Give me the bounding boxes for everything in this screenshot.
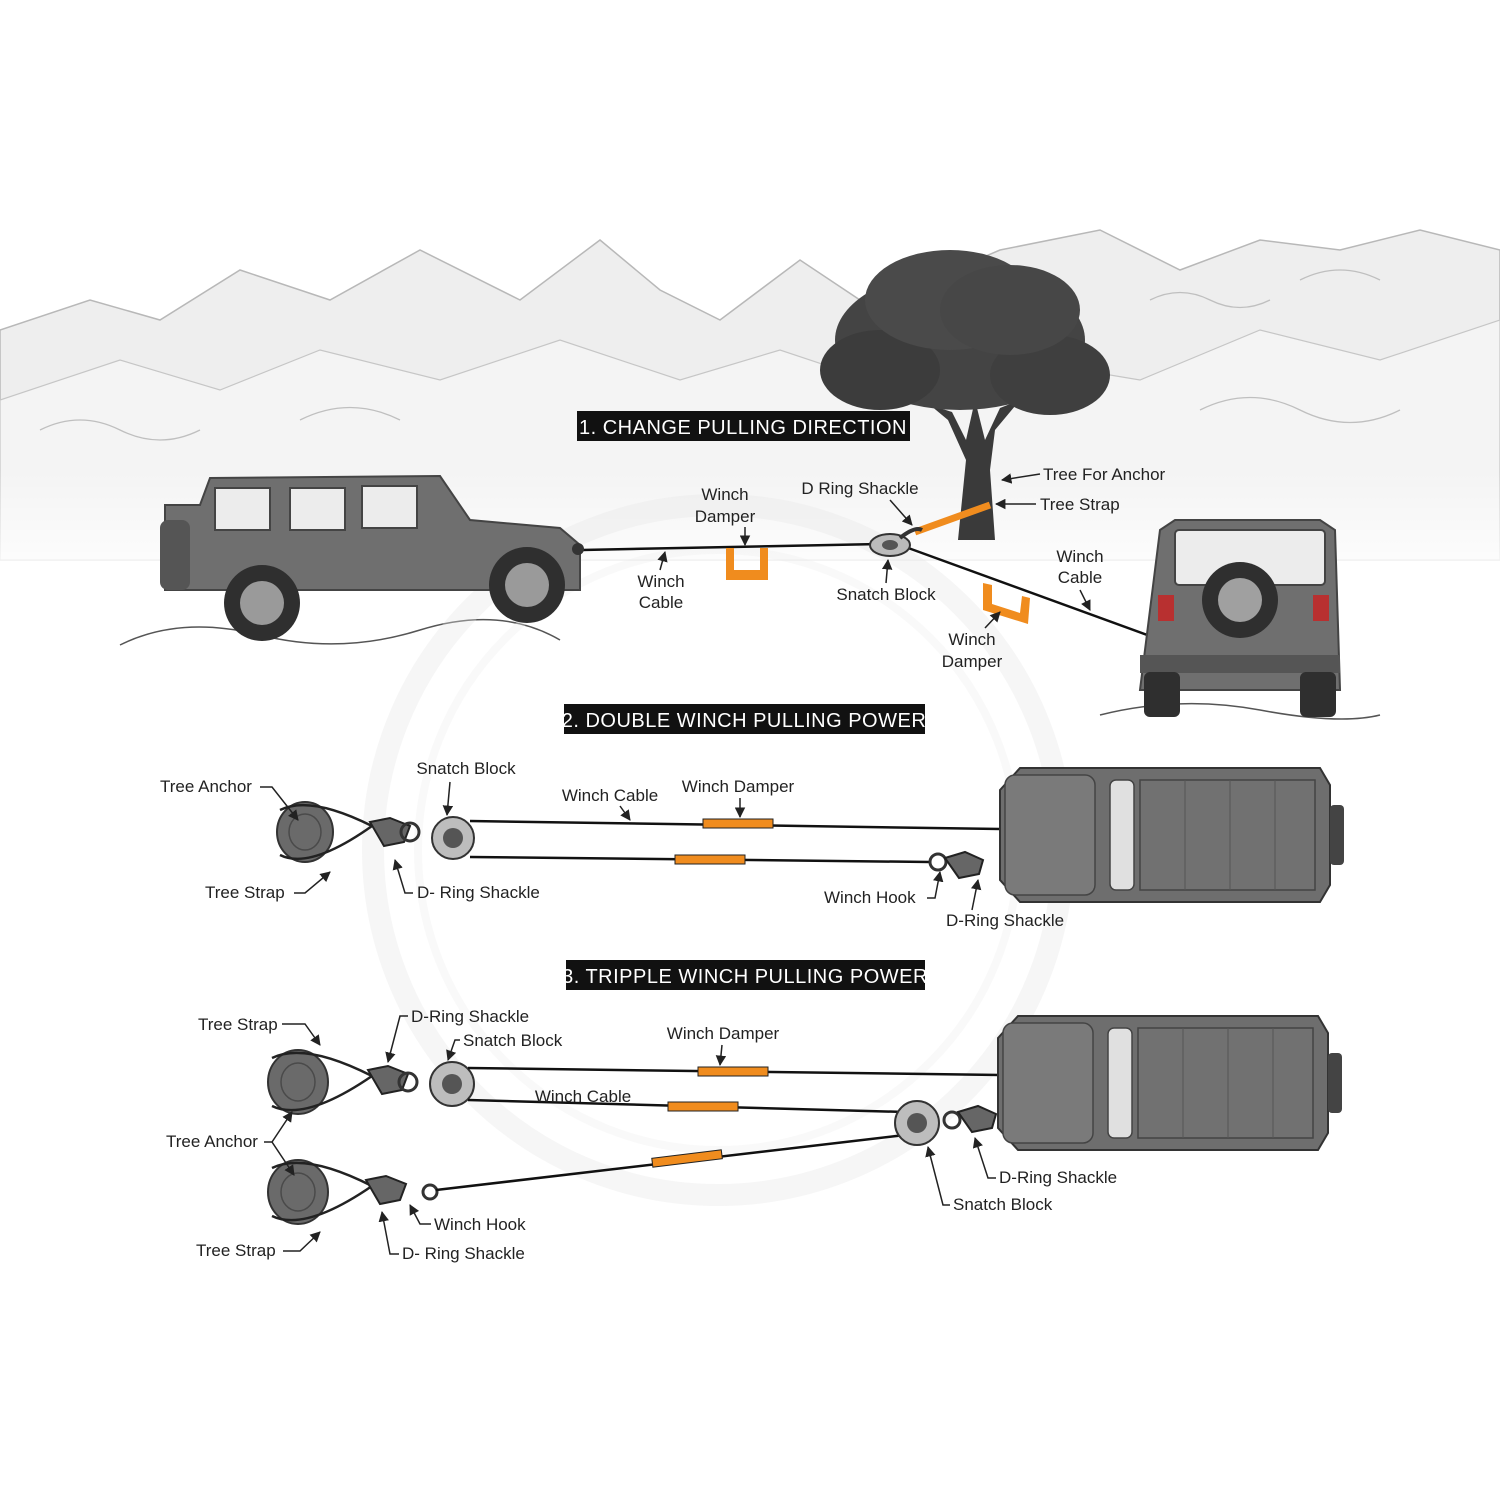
section-2-title: 2. DOUBLE WINCH PULLING POWER [562,710,927,732]
s2-tree-anchor-arrow [260,786,299,821]
s3-winch-hook [364,1174,439,1206]
section-3-banner [566,960,925,990]
s3-winch-hook-arrow [409,1204,431,1225]
s1-d-ring-shackle-arrow [889,499,913,526]
s1-winch-cable-label-a: Winch [637,572,684,591]
s2-winch-cable-arrow [619,805,631,821]
s1-snatch-block-arrow [881,558,893,584]
s1-tree-for-anchor-label: Tree For Anchor [1043,465,1166,484]
s1-snatch-block-label: Snatch Block [836,585,936,604]
s3-d-ring-shackle-right [942,1104,998,1134]
s2-d-ring-shackle [368,816,421,848]
s2-winch-damper-bottom [674,854,746,865]
s1-d-ring-shackle-label: D Ring Shackle [801,479,918,498]
s3-snatch-block-right [894,1100,940,1146]
s3-winch-cable-label: Winch Cable [535,1087,631,1106]
s2-jeep-top-view [999,767,1344,903]
s3-winch-damper-label: Winch Damper [667,1024,780,1043]
jeep-rear-view [1138,519,1342,717]
s2-d-ring-shackle-arrow [392,858,413,894]
s2-winch-hook-arrow [927,870,944,899]
jeep-side-view [160,474,584,641]
s2-d-ring-shackle-truck-label: D-Ring Shackle [946,911,1064,930]
s1-tree-strap-label: Tree Strap [1040,495,1120,514]
section-2-banner [564,704,925,734]
section-3: 3. TRIPPLE WINCH PULLING POWER [166,960,1342,1263]
s3-winch-hook-label: Winch Hook [434,1215,526,1234]
s3-d-ring-shackle-bottom-label: D- Ring Shackle [402,1244,525,1263]
s1-winch-cable-label-b: Cable [639,593,683,612]
winch-cable-2 [899,543,1151,638]
watermark-logo [362,494,1074,1206]
s1-winch-damper-label-b: Damper [695,507,756,526]
s3-snatch-block-right-label: Snatch Block [953,1195,1053,1214]
winch-damper-1 [726,548,768,580]
s3-tree-stump-bottom [267,1159,375,1225]
snatch-block [869,527,923,557]
s2-winch-hook [928,850,985,880]
s3-d-ring-shackle-right-arrow [972,1137,996,1179]
s3-jeep-top-view [997,1015,1342,1151]
section-1-title: 1. CHANGE PULLING DIRECTION [579,417,907,439]
winch-damper-2 [983,583,1030,624]
s2-d-ring-shackle-label: D- Ring Shackle [417,883,540,902]
s3-tree-stump-top [267,1049,375,1115]
winch-cable-1 [581,542,881,552]
s2-snatch-block-label: Snatch Block [416,759,516,778]
s2-winch-damper-label: Winch Damper [682,777,795,796]
tree-strap [913,501,992,536]
s3-d-ring-shackle-top-arrow [385,1015,408,1064]
s3-snatch-block-right-arrow [925,1145,950,1206]
s1-winch-damper-2-arrow [984,611,1001,629]
s3-winch-damper-bottom [651,1149,723,1168]
s1-winch-damper-2-label-a: Winch [948,630,995,649]
s3-tree-strap-bottom-label: Tree Strap [196,1241,276,1260]
section-3-title: 3. TRIPPLE WINCH PULLING POWER [562,966,928,988]
s1-winch-damper-label-a: Winch [701,485,748,504]
s2-tree-anchor-label: Tree Anchor [160,777,252,796]
s3-d-ring-shackle-right-label: D-Ring Shackle [999,1168,1117,1187]
s2-d-ring-shackle-truck-arrow [970,878,982,911]
section-2: 2. DOUBLE WINCH PULLING POWER [160,704,1344,930]
s3-snatch-block-top [429,1061,475,1107]
s1-winch-damper-2-label-b: Damper [942,652,1003,671]
s1-tree-for-anchor-arrow [1000,473,1041,484]
s2-tree-strap-label: Tree Strap [205,883,285,902]
s3-winch-damper-middle [667,1101,739,1112]
s3-d-ring-shackle-top [366,1064,419,1096]
s3-tree-strap-bottom-arrow [283,1231,321,1252]
s2-winch-hook-label: Winch Hook [824,888,916,907]
s2-winch-cable-label: Winch Cable [562,786,658,805]
s3-tree-anchor-arrow-up [264,1111,293,1143]
s2-tree-strap-arrow [294,871,331,894]
s3-tree-strap-top-label: Tree Strap [198,1015,278,1034]
s3-snatch-block-top-arrow [446,1039,460,1061]
s2-snatch-block-arrow [442,781,454,817]
s2-winch-damper-top [702,818,774,829]
section-1: 1. CHANGE PULLING DIRECTION [160,250,1342,717]
anchor-tree [820,250,1110,540]
section-1-banner [577,411,910,441]
s3-tree-anchor-label: Tree Anchor [166,1132,258,1151]
s1-winch-cable-2-arrow [1079,589,1091,611]
s1-winch-cable-arrow [657,550,668,571]
s3-tree-anchor-arrow-down [271,1141,295,1176]
s3-tree-strap-top-arrow [282,1023,321,1046]
s2-snatch-block [431,816,475,860]
s3-d-ring-shackle-bottom-arrow [378,1210,399,1255]
s3-winch-damper-arrow [715,1044,727,1067]
s3-snatch-block-top-label: Snatch Block [463,1031,563,1050]
s1-winch-cable-2-label-a: Winch [1056,547,1103,566]
s3-winch-damper-top [697,1066,769,1077]
s1-winch-cable-2-label-b: Cable [1058,568,1102,587]
s3-d-ring-shackle-top-label: D-Ring Shackle [411,1007,529,1026]
